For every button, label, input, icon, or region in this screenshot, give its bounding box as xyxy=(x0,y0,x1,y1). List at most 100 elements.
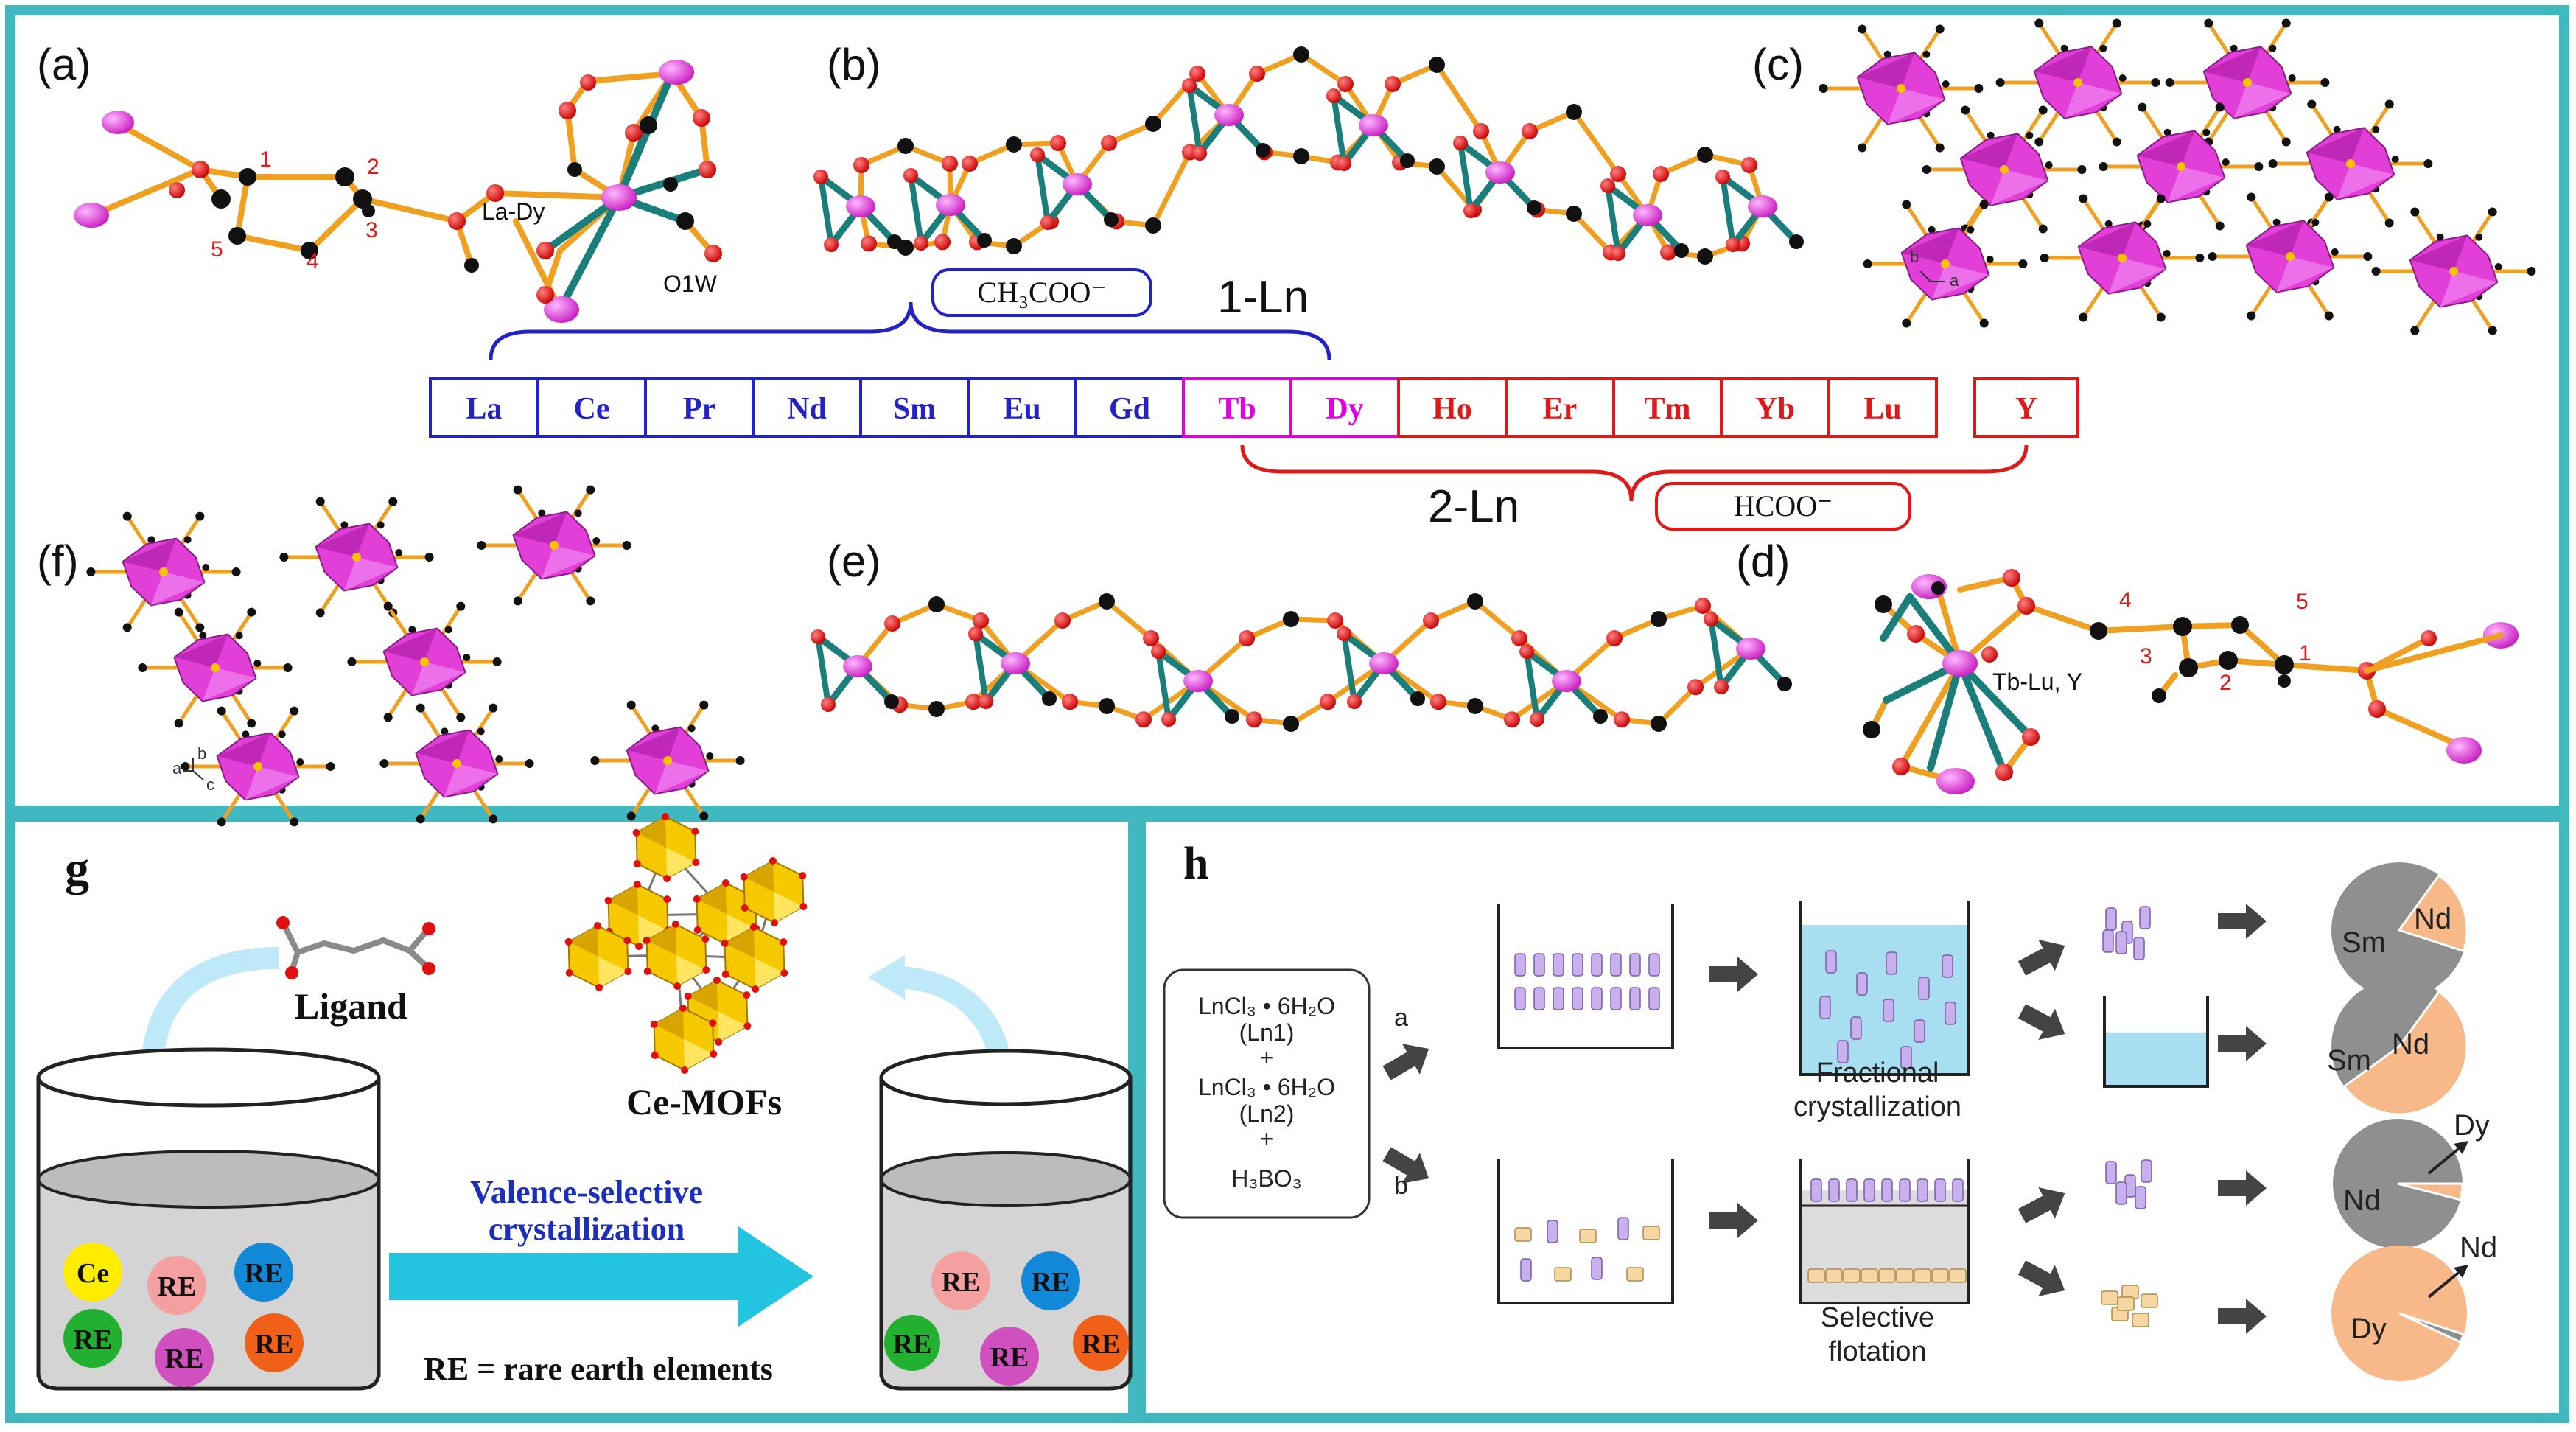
step-b-line1: Selective xyxy=(1821,1302,1934,1333)
element-cell-ce xyxy=(536,377,647,438)
process-vessels xyxy=(1497,901,2209,1327)
pie-2-minor: Dy xyxy=(2454,1109,2490,1142)
panel-a-metal-label: La-Dy xyxy=(482,198,545,225)
ion-r-magenta xyxy=(980,1327,1039,1386)
beaker-right xyxy=(879,1049,1133,1391)
ion-r-orange xyxy=(1073,1315,1129,1371)
panel-d-ring-5: 5 xyxy=(2296,590,2309,614)
composition-pies xyxy=(2331,862,2468,1381)
ion-ce xyxy=(63,1243,122,1302)
panel-label-f: (f) xyxy=(37,537,79,586)
panel-d-ring-4: 4 xyxy=(2119,588,2132,612)
group2-label: 2-Ln xyxy=(1428,481,1519,532)
axis-f-b: b xyxy=(197,744,206,763)
pie-1-major: Nd xyxy=(2392,1028,2429,1061)
pie-0-major: Nd xyxy=(2414,903,2451,935)
axis-f-a: a xyxy=(172,759,182,778)
packing-f xyxy=(86,485,745,827)
molecule-d xyxy=(1863,569,2519,794)
step-a-line1: Fractional xyxy=(1816,1058,1939,1089)
pie-2-major: Nd xyxy=(2343,1184,2381,1217)
axes-c xyxy=(1919,270,1945,282)
element-cell-y xyxy=(1973,377,2079,438)
reagent-3: LnCl₃ • 6H₂O xyxy=(1198,1074,1335,1100)
panel-a-ring-5: 5 xyxy=(211,237,223,262)
axis-c-b: b xyxy=(1910,248,1919,266)
panel-label-g: g xyxy=(65,842,89,895)
ion-left-0: Ce xyxy=(77,1258,109,1289)
frame-top xyxy=(5,5,2569,816)
pie-3-minor: Nd xyxy=(2460,1232,2497,1264)
element-symbol-pr: Pr xyxy=(683,392,715,426)
group1-label: 1-Ln xyxy=(1217,272,1309,323)
panel-label-b: (b) xyxy=(827,40,881,89)
element-cell-er xyxy=(1505,377,1615,438)
ion-left-3: RE xyxy=(74,1324,113,1355)
route-a-label: a xyxy=(1394,1004,1408,1032)
element-symbol-dy: Dy xyxy=(1326,392,1363,426)
beaker-left xyxy=(36,1047,381,1391)
panel-label-h: h xyxy=(1183,839,1208,889)
bracket-1ln xyxy=(489,301,1331,360)
element-cell-ho xyxy=(1397,377,1508,438)
element-cell-tm xyxy=(1612,377,1723,438)
element-cell-sm xyxy=(859,377,970,438)
arrow-ligand-to-beaker xyxy=(141,947,279,1068)
ion-right-4: RE xyxy=(1082,1329,1121,1360)
arrow-text-1: Valence-selective xyxy=(470,1174,703,1210)
packing-c xyxy=(1819,18,2536,335)
ion-right-3: RE xyxy=(990,1342,1029,1373)
arrow-text-2: crystallization xyxy=(489,1211,685,1247)
element-cell-gd xyxy=(1074,377,1185,438)
panel-label-d: (d) xyxy=(1736,537,1790,586)
axes-f xyxy=(183,758,204,780)
pie-3-major: Dy xyxy=(2351,1313,2387,1345)
ion-re-magenta xyxy=(155,1328,214,1387)
element-symbol-tb: Tb xyxy=(1218,392,1256,426)
anion-2: HCOO⁻ xyxy=(1734,489,1833,523)
molecule-a xyxy=(74,60,722,323)
axis-c-a: a xyxy=(1950,271,1959,290)
element-symbol-er: Er xyxy=(1543,392,1578,426)
pie-0-minor: Sm xyxy=(2342,926,2386,959)
anion-box-1 xyxy=(931,268,1152,317)
ion-left-1: RE xyxy=(158,1271,197,1302)
reagent-1: (Ln1) xyxy=(1239,1019,1295,1046)
ions-left: Ce RE RE RE RE RE xyxy=(63,1243,304,1387)
ion-right-1: RE xyxy=(1032,1267,1071,1298)
frame-h xyxy=(1135,811,2569,1423)
panel-a-ring-2: 2 xyxy=(367,155,379,179)
panel-label-e: (e) xyxy=(827,537,881,586)
panel-a-ring-4: 4 xyxy=(307,249,319,273)
element-cell-yb xyxy=(1720,377,1830,438)
ion-left-5: RE xyxy=(255,1329,294,1360)
chain-b xyxy=(813,46,1804,265)
valence-selective-arrow xyxy=(389,1226,813,1327)
panel-label-a: (a) xyxy=(37,40,91,89)
reagent-0: LnCl₃ • 6H₂O xyxy=(1198,993,1335,1019)
ion-left-4: RE xyxy=(165,1344,204,1375)
element-symbol-y: Y xyxy=(2015,392,2037,426)
route-b-label: b xyxy=(1394,1172,1408,1200)
element-symbol-ho: Ho xyxy=(1432,392,1472,426)
ligand-label: Ligand xyxy=(295,985,407,1027)
ce-mof-structure xyxy=(564,813,808,1074)
ion-re-pink xyxy=(147,1256,206,1315)
element-symbol-lu: Lu xyxy=(1863,392,1901,426)
anion-box-2 xyxy=(1655,482,1911,531)
pie-1-minor: Sm xyxy=(2327,1044,2371,1077)
panel-a-ring-1: 1 xyxy=(259,147,272,172)
panel-a-water-label: O1W xyxy=(663,270,718,297)
process-arrows xyxy=(1382,904,2267,1334)
bracket-2ln xyxy=(1240,444,2029,502)
pie-1-minor-slice xyxy=(2342,990,2468,1116)
ligand-molecule xyxy=(276,916,435,979)
arrowhead-mof xyxy=(868,955,905,999)
reagent-2: + xyxy=(1260,1044,1274,1071)
pie-2-minor-slice xyxy=(2397,1182,2464,1201)
ion-re-orange xyxy=(245,1313,304,1372)
pie-0-minor-slice xyxy=(2397,873,2468,953)
element-cell-tb xyxy=(1182,377,1292,438)
element-symbol-eu: Eu xyxy=(1003,392,1040,426)
pie-3-minor-slice xyxy=(2398,1312,2465,1344)
